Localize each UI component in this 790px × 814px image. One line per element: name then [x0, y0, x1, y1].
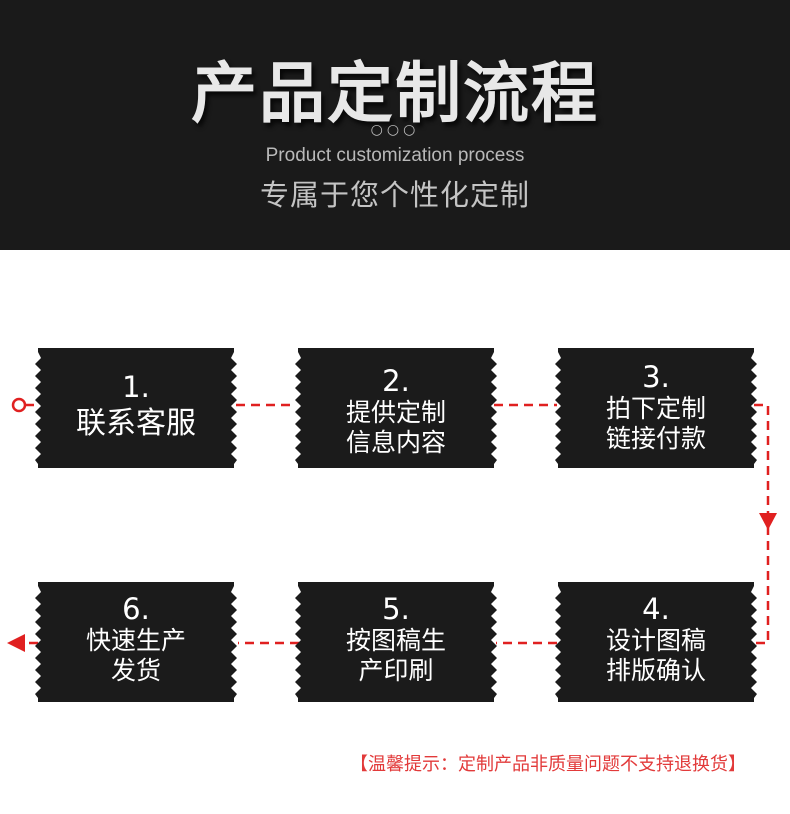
- header-banner: 产品定制流程 ○○○ Product customization process…: [0, 0, 790, 250]
- step-number: 2.: [382, 364, 410, 398]
- step-label-line2: 排版确认: [605, 656, 706, 685]
- step-label-line2: 信息内容: [345, 428, 446, 457]
- step-label-line1: 联系客服: [76, 406, 196, 441]
- step-card-2: 2. 提供定制 信息内容: [298, 348, 494, 468]
- step-number: 1.: [122, 370, 150, 404]
- page-title: 产品定制流程: [191, 55, 599, 132]
- step-number: 3.: [642, 360, 670, 394]
- arrow-left-icon: [7, 634, 25, 652]
- step-label-line1: 快速生产: [85, 626, 186, 655]
- step-label-line2: 发货: [110, 656, 161, 685]
- step-label-line1: 拍下定制: [605, 394, 706, 423]
- step-label-line1: 提供定制: [345, 398, 446, 427]
- subtitle-english: Product customization process: [265, 145, 525, 166]
- warm-tip-note: 【温馨提示：定制产品非质量问题不支持退换货】: [350, 754, 746, 775]
- step-card-6: 6. 快速生产 发货: [38, 582, 234, 702]
- subtitle-chinese: 专属于您个性化定制: [259, 178, 530, 212]
- connector-3-4: [754, 403, 770, 645]
- arrow-down-icon: [759, 513, 777, 530]
- step-card-1: 1. 联系客服: [38, 348, 234, 468]
- connector-lines: [20, 403, 770, 645]
- step-label-line1: 设计图稿: [605, 626, 706, 655]
- step-number: 6.: [122, 592, 150, 626]
- step-card-4: 4. 设计图稿 排版确认: [558, 582, 754, 702]
- step-card-5: 5. 按图稿生 产印刷: [298, 582, 494, 702]
- step-number: 5.: [382, 592, 410, 626]
- start-circle-icon: [11, 397, 27, 413]
- step-label-line2: 产印刷: [358, 656, 434, 685]
- decorative-dots: ○○○: [370, 122, 420, 138]
- step-label-line1: 按图稿生: [345, 626, 446, 655]
- step-label-line2: 链接付款: [605, 424, 706, 453]
- step-card-3: 3. 拍下定制 链接付款: [558, 348, 754, 468]
- step-number: 4.: [642, 592, 670, 626]
